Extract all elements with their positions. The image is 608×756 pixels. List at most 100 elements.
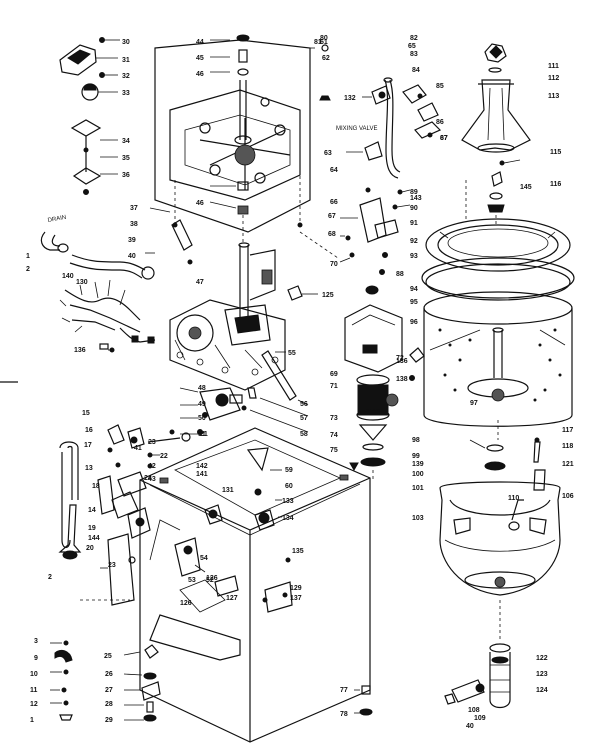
- part-motor-shield-69: [344, 304, 403, 373]
- part-hose-109: [508, 499, 524, 531]
- part-hose-106-108: [444, 679, 485, 705]
- callout: 58: [300, 431, 308, 438]
- part-screws-21-22: [147, 429, 175, 469]
- callout: 15: [82, 410, 90, 417]
- callout: 3: [34, 638, 38, 645]
- callout: 135: [292, 548, 304, 555]
- callout: 145: [520, 184, 532, 191]
- part-agitator-112: [461, 79, 531, 153]
- callout: 86: [436, 119, 444, 126]
- callout: 2: [26, 266, 30, 273]
- callout: 13: [85, 465, 93, 472]
- callout: 46: [196, 71, 204, 78]
- callout: 25: [104, 653, 112, 660]
- callout: 60: [285, 483, 293, 490]
- callout: 141: [196, 471, 208, 478]
- callout: 65: [408, 43, 416, 50]
- note-drain: DRAIN: [47, 215, 66, 224]
- callout: 75: [330, 447, 338, 454]
- callout: 90: [410, 205, 418, 212]
- callout: 121: [562, 461, 574, 468]
- callout: 70: [330, 261, 338, 268]
- callout: 59: [285, 467, 293, 474]
- callout: 113: [548, 93, 559, 100]
- callout: 1: [26, 253, 30, 260]
- callout: 40: [466, 723, 474, 730]
- part-pump-48-51: [179, 387, 243, 435]
- callout: 9: [34, 655, 38, 662]
- callout: 24: [144, 475, 152, 482]
- callout: 93: [410, 253, 418, 260]
- callout: 88: [396, 271, 404, 278]
- callout: 136: [396, 358, 408, 365]
- callout: 130: [76, 279, 88, 286]
- callout: 68: [328, 231, 336, 238]
- callout: 84: [412, 67, 420, 74]
- part-screws-88-90: [392, 189, 411, 210]
- callout: 57: [300, 415, 308, 422]
- callout: 61: [320, 39, 328, 46]
- callout: 22: [160, 453, 168, 460]
- callout: 50: [198, 415, 206, 422]
- callout: 126: [180, 600, 192, 607]
- callout: 51: [198, 431, 206, 438]
- part-clip-129: [287, 285, 318, 301]
- part-tub-ring-91: [425, 218, 571, 272]
- part-ball-33: [81, 83, 118, 101]
- part-link-55-58: [241, 350, 309, 433]
- callout: 134: [282, 515, 294, 522]
- part-agitator-cap-110-111: [484, 43, 507, 73]
- callout: 87: [440, 135, 448, 142]
- part-screws-125-134: [214, 557, 291, 603]
- callout: 77: [340, 687, 348, 694]
- callout: 108: [468, 707, 480, 714]
- callout: 129: [290, 585, 302, 592]
- part-screw-81-82: [310, 44, 331, 101]
- callout: 124: [536, 687, 548, 694]
- callout: 11: [30, 687, 38, 694]
- callout: 82: [410, 35, 418, 42]
- part-valve-15-17: [107, 424, 191, 468]
- callout: 23: [108, 562, 116, 569]
- part-clip-32: [99, 72, 118, 78]
- callout: 46: [196, 200, 204, 207]
- part-pump-hose-121-123: [489, 643, 511, 709]
- callout: 30: [122, 39, 130, 46]
- part-motor-71-75: [349, 374, 399, 472]
- callout: 89: [410, 189, 418, 196]
- callout: 28: [105, 701, 113, 708]
- callout: 45: [196, 55, 204, 62]
- part-screw-42-135: [99, 343, 115, 353]
- callout: 10: [30, 671, 38, 678]
- callout: 47: [196, 279, 204, 286]
- part-fill-hose-82: [383, 77, 401, 179]
- callout: 48: [198, 385, 206, 392]
- part-inlet-hose-13: [58, 441, 82, 560]
- callout: 91: [410, 220, 418, 227]
- part-valve-131: [362, 85, 391, 105]
- callout: 66: [330, 199, 338, 206]
- callout: 63: [324, 150, 332, 157]
- part-shaft-44-46: [210, 34, 252, 145]
- part-clip-136-137: [409, 347, 425, 381]
- part-basket-95: [423, 291, 573, 427]
- basket-perforations: [438, 328, 562, 402]
- part-switches-130-133: [204, 488, 282, 531]
- callout: 31: [122, 57, 130, 64]
- callout: 37: [130, 205, 138, 212]
- callout: 115: [550, 149, 561, 156]
- part-hub-97-98: [469, 439, 506, 471]
- callout: 39: [128, 237, 136, 244]
- callout: 21: [200, 431, 208, 438]
- callout: 27: [105, 687, 113, 694]
- callout: 49: [198, 401, 206, 408]
- callout: 36: [122, 172, 130, 179]
- callout: 92: [410, 238, 418, 245]
- callout: 133: [282, 498, 294, 505]
- callout: 52: [206, 577, 214, 584]
- callout: 101: [412, 485, 424, 492]
- part-bracket-31: [59, 44, 118, 76]
- callout: 96: [410, 319, 418, 326]
- callout: 67: [440, 135, 448, 142]
- part-wiring-harness-139: [59, 279, 156, 344]
